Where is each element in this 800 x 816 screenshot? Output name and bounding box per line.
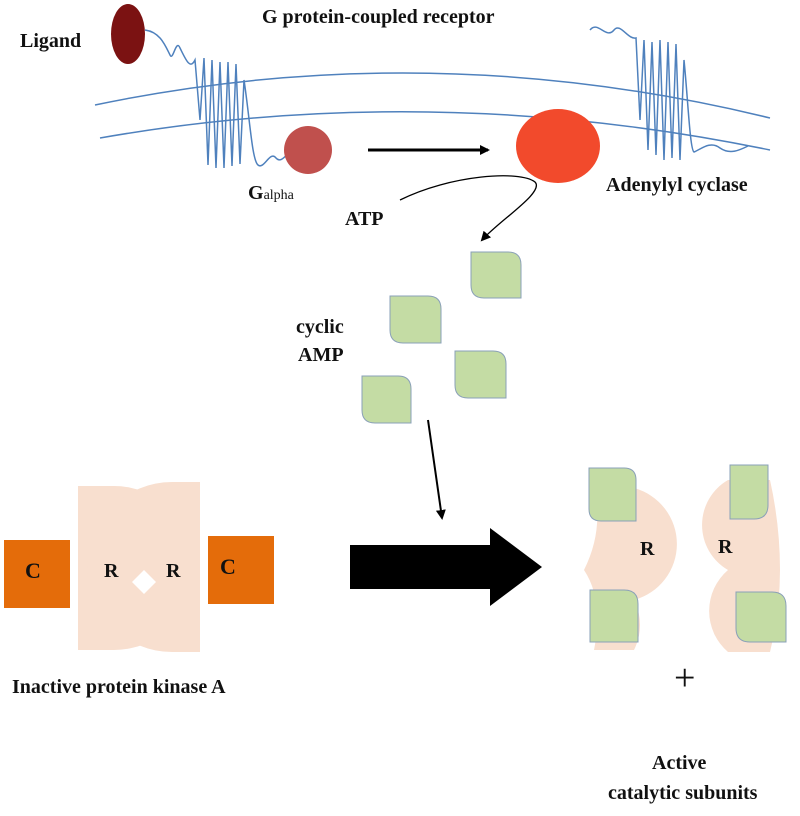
camp-molecule <box>729 464 769 520</box>
adenylyl-cyclase-shape <box>516 109 600 183</box>
adenylyl-cyclase-label: Adenylyl cyclase <box>606 174 748 196</box>
regulatory-label-right: R <box>166 560 181 582</box>
camp-molecule <box>361 375 412 424</box>
ligand-shape <box>111 4 145 64</box>
activation-arrow <box>350 528 542 606</box>
g-alpha-subscript: alpha <box>263 188 294 203</box>
ligand-label: Ligand <box>20 30 82 52</box>
g-letter: G <box>248 182 264 204</box>
camp-molecule <box>589 589 639 643</box>
gpcr-label: G protein-coupled receptor <box>262 6 495 28</box>
camp-molecule <box>735 591 787 643</box>
camp-molecules <box>361 251 522 424</box>
gpcr-helix-right <box>589 26 749 161</box>
camp-label-line2: AMP <box>298 344 344 366</box>
gpcr-helix-left <box>144 29 293 169</box>
inactive-pka-label: Inactive protein kinase A <box>12 676 226 698</box>
catalytic-label-right: C <box>220 554 236 579</box>
catalytic-subunit-left <box>4 540 70 608</box>
catalytic-subunit-right <box>208 536 274 604</box>
regulatory-subunit-right <box>87 482 200 652</box>
active-regulatory-label-right: R <box>718 536 733 558</box>
bound-camp <box>588 464 787 643</box>
camp-molecule <box>588 467 637 522</box>
camp-molecule <box>454 350 507 399</box>
regulatory-notch <box>132 570 156 594</box>
active-label-line1: Active <box>652 752 707 774</box>
camp-molecule <box>470 251 522 299</box>
g-alpha-label: Galpha <box>248 182 294 205</box>
camp-label-line1: cyclic <box>296 316 344 338</box>
plus-sign: + <box>674 657 696 699</box>
active-regulatory-notch <box>670 560 694 586</box>
membrane-inner-line <box>99 110 771 151</box>
active-regulatory-label-left: R <box>640 538 655 560</box>
arrow-camp-to-pka <box>427 419 446 520</box>
active-label-line2: catalytic subunits <box>608 782 758 804</box>
regulatory-label-left: R <box>104 560 119 582</box>
atp-conversion-arrow <box>399 175 538 242</box>
g-alpha-shape <box>284 126 332 174</box>
inactive-pka <box>4 482 274 652</box>
camp-molecule <box>389 295 442 344</box>
catalytic-label-left: C <box>25 558 41 583</box>
atp-label: ATP <box>345 208 384 230</box>
